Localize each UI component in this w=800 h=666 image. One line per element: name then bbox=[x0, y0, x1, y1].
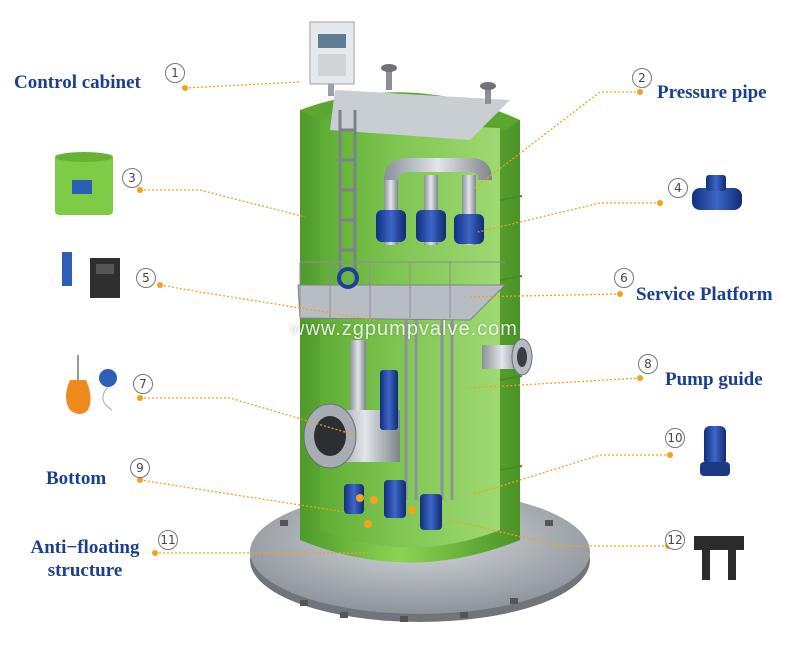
coupling-base-thumbnail bbox=[694, 536, 744, 580]
callout-7: 7 bbox=[133, 374, 153, 394]
float-balls bbox=[356, 494, 416, 528]
label-bottom: Bottom bbox=[46, 468, 107, 489]
service-platform-grate bbox=[297, 261, 507, 321]
leader-lines bbox=[139, 81, 670, 554]
callout-5: 5 bbox=[136, 268, 156, 288]
submersible-pumps bbox=[344, 370, 442, 530]
label-service-platform: Service Platform bbox=[636, 284, 773, 305]
tank-thumbnail bbox=[55, 152, 113, 215]
control-cabinet-box bbox=[309, 21, 355, 96]
callout-10: 10 bbox=[665, 428, 685, 448]
check-valves bbox=[376, 210, 484, 244]
label-pressure-pipe: Pressure pipe bbox=[657, 82, 767, 103]
label-control-cabinet: Control cabinet bbox=[14, 72, 141, 93]
callout-4: 4 bbox=[668, 178, 688, 198]
callout-9: 9 bbox=[130, 458, 150, 478]
gate-valve-thumbnail bbox=[692, 175, 742, 210]
callout-2: 2 bbox=[632, 68, 652, 88]
float-switch-thumbnail bbox=[66, 355, 117, 414]
ladder bbox=[338, 110, 357, 300]
callout-1: 1 bbox=[165, 63, 185, 83]
callout-8: 8 bbox=[638, 354, 658, 374]
label-pump-guide: Pump guide bbox=[665, 369, 763, 390]
callout-6: 6 bbox=[614, 268, 634, 288]
pump-guide-rails bbox=[404, 320, 454, 500]
inlet-pipe bbox=[303, 340, 400, 469]
callout-11: 11 bbox=[158, 530, 178, 550]
control-panel-thumbnail bbox=[62, 252, 120, 298]
callout-12: 12 bbox=[665, 530, 685, 550]
callout-3: 3 bbox=[122, 168, 142, 188]
outlet-flange bbox=[482, 338, 533, 376]
label-anti-floating-structure: Anti−floating structure bbox=[30, 537, 140, 581]
leader-dots bbox=[137, 85, 673, 556]
watermark: www.zgpumpvalve.com bbox=[290, 318, 518, 340]
submersible-pump-thumbnail bbox=[700, 426, 730, 476]
